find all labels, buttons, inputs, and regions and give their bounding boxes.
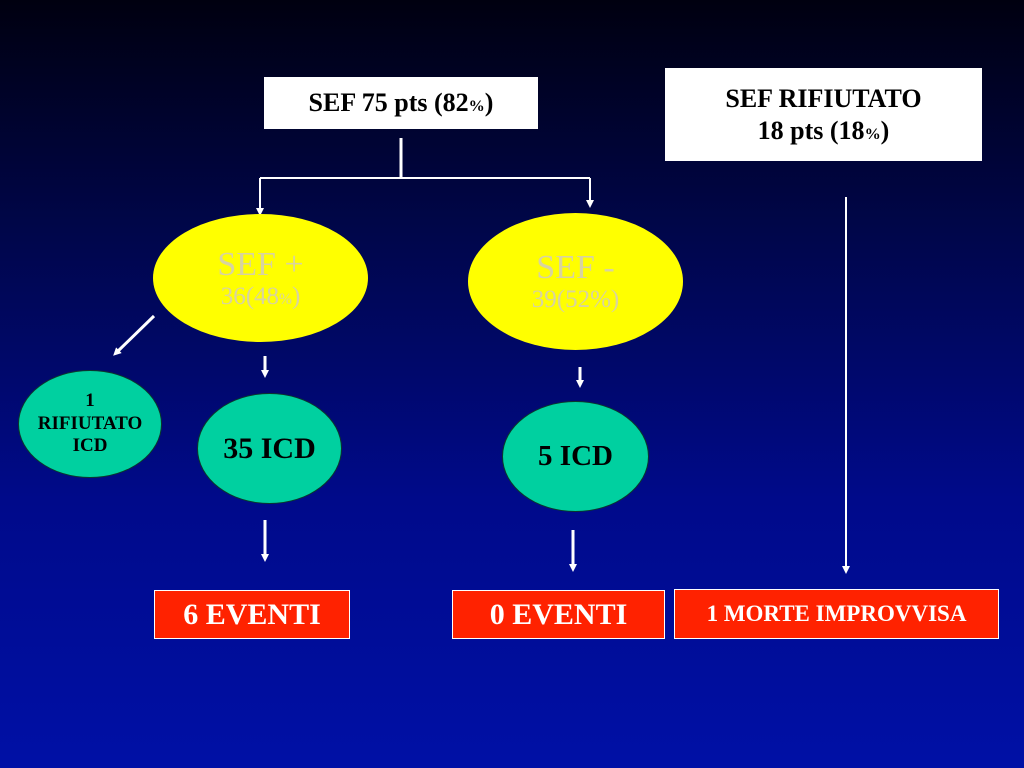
- sef-refused-title: SEF RIFIUTATO: [725, 84, 922, 114]
- sef-minus-title: SEF -: [536, 249, 615, 287]
- sef-refused-count-text: 18 pts (18: [757, 115, 865, 145]
- sef-plus-title: SEF +: [217, 245, 304, 283]
- icd-35-label: 35 ICD: [223, 431, 316, 465]
- sef-minus-ellipse: SEF - 39(52%): [468, 213, 683, 350]
- sef-plus-ellipse: SEF + 36(48%): [153, 214, 368, 342]
- sef-total-text: SEF 75 pts (82: [308, 88, 469, 117]
- refused-icd-status: RIFIUTATO: [37, 412, 143, 434]
- sef-refused-count: 18 pts (18%): [758, 115, 890, 146]
- icd-5-ellipse: 5 ICD: [502, 401, 649, 512]
- arrow-to-refused-icd: [113, 314, 156, 356]
- icd-35-ellipse: 35 ICD: [197, 393, 342, 504]
- sudden-death-box: 1 MORTE IMPROVVISA: [674, 589, 999, 639]
- refused-icd-ellipse: 1 RIFIUTATO ICD: [18, 370, 162, 478]
- sef-total-pct: %: [468, 98, 485, 115]
- sef-total-box: SEF 75 pts (82%): [264, 77, 538, 129]
- sef-refused-pct: %: [864, 125, 881, 143]
- sef-refused-box: SEF RIFIUTATO 18 pts (18%): [665, 68, 982, 161]
- sef-plus-count: 36(48%): [221, 283, 301, 311]
- sef-plus-pct: %: [279, 290, 292, 308]
- sef-total-label: SEF 75 pts (82%): [309, 88, 494, 118]
- events-6-box: 6 EVENTI: [154, 590, 350, 639]
- sef-plus-close: ): [291, 282, 301, 310]
- sef-refused-close: ): [880, 115, 890, 145]
- sef-total-close: ): [484, 88, 494, 117]
- refused-icd-count: 1: [85, 389, 95, 411]
- events-0-label: 0 EVENTI: [489, 597, 628, 631]
- sef-minus-count: 39(52%): [531, 286, 620, 314]
- refused-icd-device: ICD: [72, 435, 108, 457]
- events-6-label: 6 EVENTI: [183, 597, 321, 631]
- sef-plus-count-text: 36(48: [220, 282, 280, 310]
- events-0-box: 0 EVENTI: [452, 590, 665, 639]
- sudden-death-label: 1 MORTE IMPROVVISA: [706, 601, 967, 626]
- icd-5-label: 5 ICD: [538, 440, 613, 472]
